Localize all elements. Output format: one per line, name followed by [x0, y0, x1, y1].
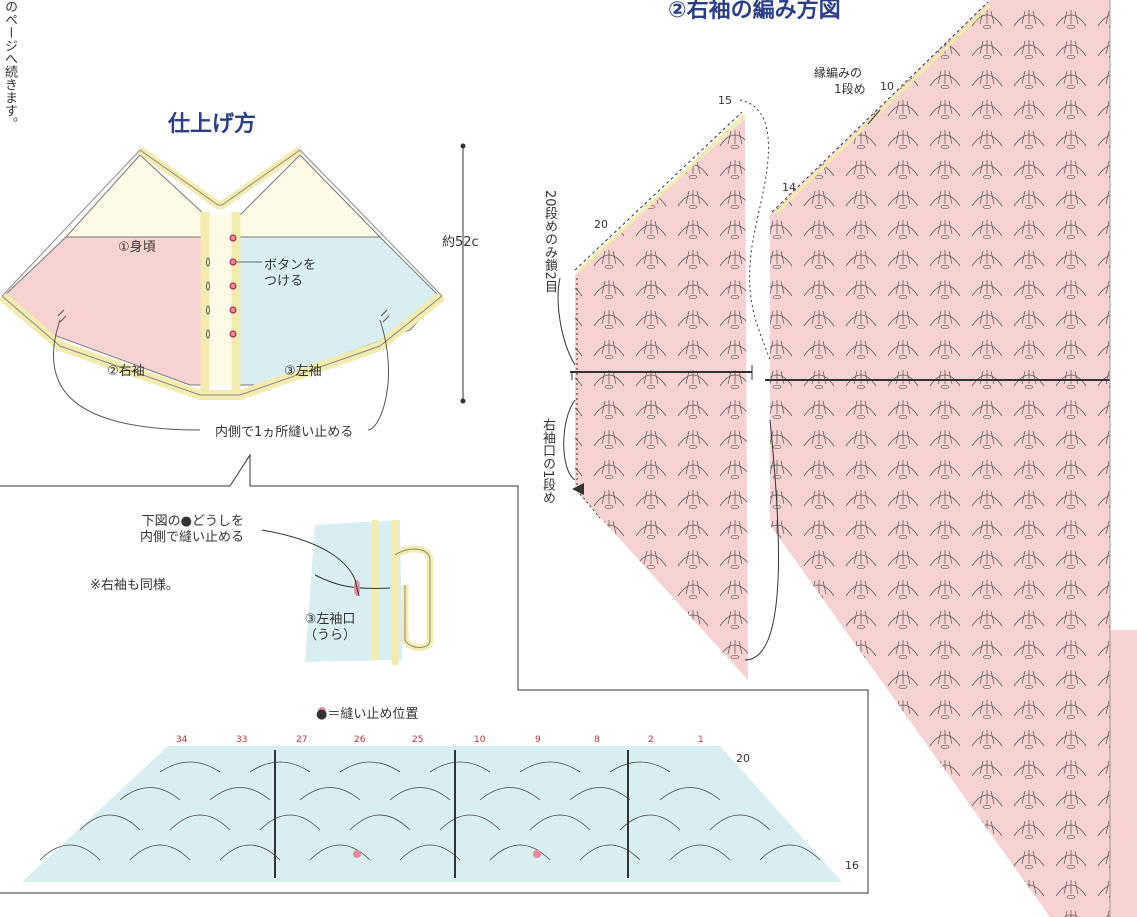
col-num-1: 1	[698, 735, 704, 745]
edge-note-line2: 1段め	[834, 82, 866, 96]
col-num-26: 26	[354, 735, 366, 745]
sleeve-chart-title: ②右袖の編み方図	[668, 0, 841, 23]
height-label: 約52c	[442, 235, 479, 250]
row-20: 20	[594, 218, 608, 231]
mini-row-top: 20	[736, 752, 750, 765]
row20-chain-note: 20段めのみ鎖2目	[542, 190, 557, 293]
col-num-25: 25	[412, 735, 424, 745]
mini-chart-fill	[22, 746, 842, 882]
col-num-8: 8	[594, 735, 600, 745]
right-sleeve-label: ②右袖	[107, 364, 145, 379]
col-num-10: 10	[474, 735, 486, 745]
edge-note-line1: 縁編みの	[814, 66, 863, 80]
col-num-33: 33	[236, 735, 248, 745]
row-10: 10	[880, 80, 894, 93]
cuff-label: ③左袖口 （うら）	[304, 612, 357, 643]
cuff-row1-note: 右袖口の1段め	[540, 418, 555, 505]
left-sleeve-label: ③左袖	[284, 364, 322, 379]
col-num-9: 9	[535, 735, 541, 745]
mini-chart-dividers	[274, 750, 629, 878]
col-num-27: 27	[296, 735, 308, 745]
detail-note: ※右袖も同様。	[90, 578, 179, 593]
mini-row-bottom: 16	[845, 859, 859, 872]
row-15: 15	[718, 94, 732, 107]
body-label: ①身頃	[118, 240, 156, 255]
col-num-2: 2	[648, 735, 654, 745]
col-num-34: 34	[176, 735, 188, 745]
buttons	[229, 234, 237, 338]
buttonholes	[206, 257, 210, 339]
row-14: 14	[782, 181, 796, 194]
continuation-note: のページへ続きます。	[2, 0, 17, 130]
detail-instruction: 下図の●どうしを 内側で縫い止める	[140, 514, 245, 545]
button-note: ボタンを つける	[264, 258, 317, 289]
mini-chart-pattern	[39, 761, 821, 861]
sew-note: 内側で1ヵ所縫い止める	[212, 421, 357, 440]
marker-legend: ●＝縫い止め位置	[316, 707, 419, 722]
finishing-title: 仕上げ方	[168, 112, 257, 137]
